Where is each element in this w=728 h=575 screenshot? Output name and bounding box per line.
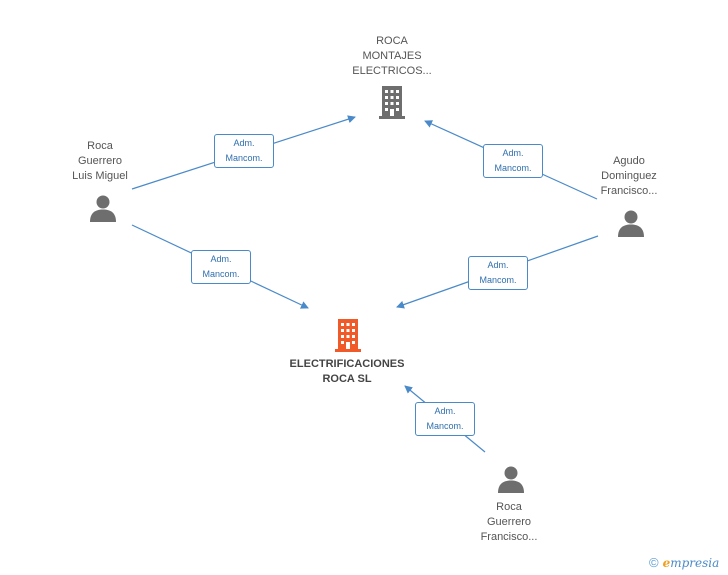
node-label-line: ROCA SL [322, 373, 372, 385]
node-label-line: Francisco... [480, 531, 538, 543]
badge-line: Adm. [434, 406, 456, 416]
node-label-agudo[interactable]: Agudo Dominguez Francisco... [579, 154, 679, 199]
edge-badge-roca-luis-to-roca-montajes[interactable]: Adm. Mancom. [214, 134, 274, 168]
node-label-line: Guerrero [486, 516, 532, 528]
node-label-line: Luis Miguel [72, 170, 128, 182]
node-label-line: Francisco... [600, 185, 658, 197]
copyright-icon: © [649, 555, 659, 570]
node-label-roca-francisco[interactable]: Roca Guerrero Francisco... [459, 500, 559, 545]
badge-line: Adm. [210, 254, 232, 264]
badge-line: Mancom. [494, 163, 532, 173]
company-building-icon[interactable] [376, 84, 408, 120]
badge-line: Mancom. [479, 275, 517, 285]
node-label-line: ELECTRIFICACIONES [289, 358, 405, 370]
node-label-main-company[interactable]: ELECTRIFICACIONES ROCA SL [272, 357, 422, 387]
badge-line: Mancom. [225, 153, 263, 163]
badge-line: Adm. [502, 148, 524, 158]
node-label-line: ROCA [376, 35, 408, 47]
edge-badge-agudo-to-roca-montajes[interactable]: Adm. Mancom. [483, 144, 543, 178]
brand-logo-text: mpresia [670, 555, 720, 570]
badge-line: Mancom. [202, 269, 240, 279]
edge-badge-roca-francisco-to-main-company[interactable]: Adm. Mancom. [415, 402, 475, 436]
node-label-line: ELECTRICOS... [352, 65, 432, 77]
person-icon[interactable] [496, 464, 526, 494]
person-icon[interactable] [616, 208, 646, 238]
footer-brand: © empresia [649, 555, 719, 570]
brand-logo: empresia [663, 556, 720, 570]
node-label-roca-luis[interactable]: Roca Guerrero Luis Miguel [50, 139, 150, 184]
node-label-line: Roca [87, 140, 113, 152]
node-label-roca-montajes[interactable]: ROCA MONTAJES ELECTRICOS... [332, 34, 452, 79]
node-label-line: Roca [496, 501, 522, 513]
edge-badge-roca-luis-to-main-company[interactable]: Adm. Mancom. [191, 250, 251, 284]
edge-badge-agudo-to-main-company[interactable]: Adm. Mancom. [468, 256, 528, 290]
node-label-line: MONTAJES [362, 50, 422, 62]
node-label-line: Agudo [613, 155, 645, 167]
main-company-building-icon[interactable] [332, 317, 364, 353]
brand-logo-e: e [662, 555, 671, 570]
badge-line: Adm. [233, 138, 255, 148]
person-icon[interactable] [88, 193, 118, 223]
badge-line: Adm. [487, 260, 509, 270]
node-label-line: Dominguez [601, 170, 657, 182]
badge-line: Mancom. [426, 421, 464, 431]
node-label-line: Guerrero [77, 155, 123, 167]
